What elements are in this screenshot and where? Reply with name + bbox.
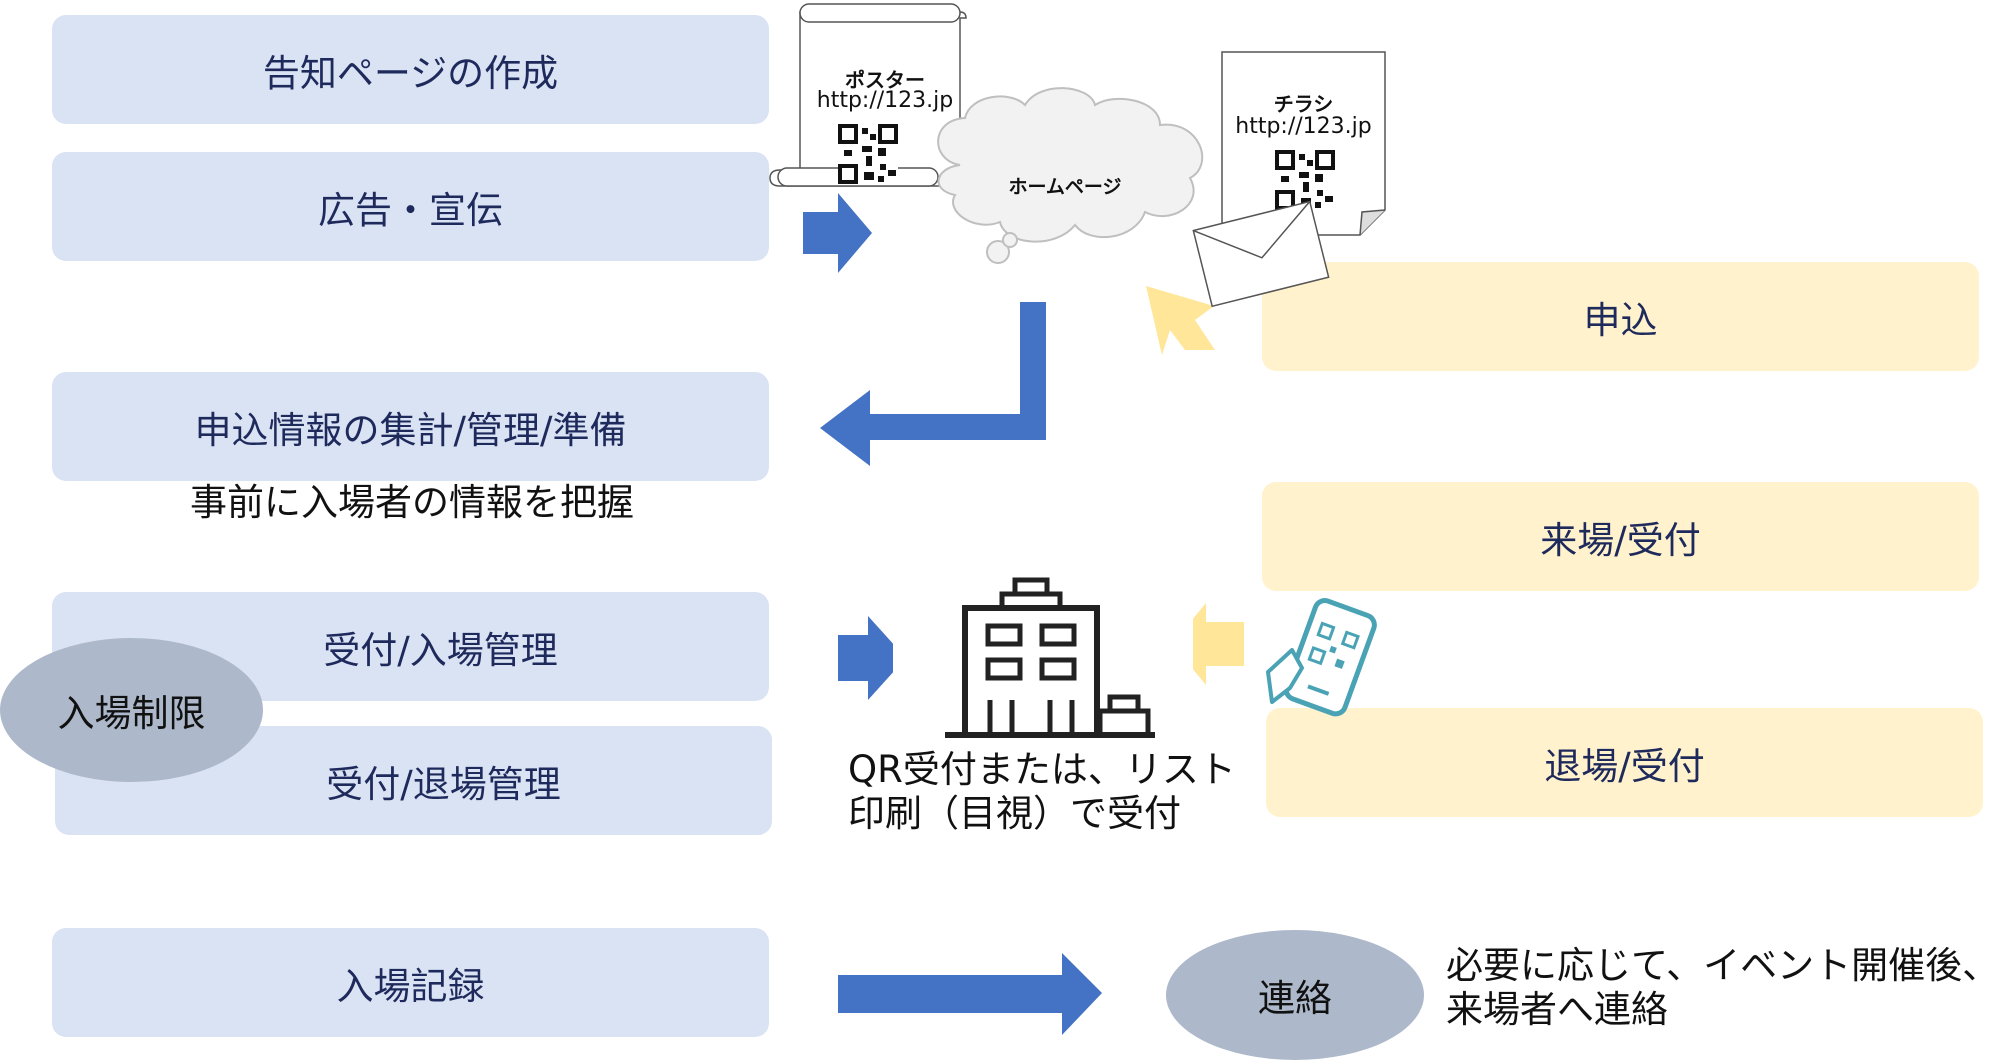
step-exit-label: 退場/受付 <box>1544 744 1705 788</box>
poster-title: ポスター <box>845 68 925 92</box>
contact-badge: 連絡 <box>1166 930 1424 1060</box>
envelope-icon <box>1192 200 1330 308</box>
step-entry-record-label: 入場記録 <box>336 964 485 1008</box>
step-exit: 退場/受付 <box>1266 708 1983 817</box>
arrow-apply-to-homepage <box>1146 286 1215 355</box>
qr-note-line1: QR受付または、リスト <box>848 748 1236 791</box>
arrow-record-to-contact <box>838 953 1102 1035</box>
step-apply: 申込 <box>1262 262 1979 371</box>
homepage-cloud-icon <box>937 87 1204 264</box>
prior-info-note: 事前に入場者の情報を把握 <box>190 481 634 524</box>
arrow-homepage-to-aggregate <box>820 302 1046 466</box>
poster-url: http://123.jp <box>816 88 954 113</box>
cloud-label: ホームページ <box>1008 176 1122 198</box>
contact-note-line1: 必要に応じて、イベント開催後、 <box>1446 944 2000 987</box>
arrow-reception-to-building <box>838 616 906 700</box>
flyer-qr-icon <box>1275 150 1335 210</box>
poster-qr-icon <box>838 124 898 184</box>
step-aggregate: 申込情報の集計/管理/準備 <box>52 372 769 481</box>
flyer-title: チラシ <box>1273 92 1334 116</box>
phone-qr-icon <box>1283 598 1377 717</box>
step-aggregate-label: 申込情報の集計/管理/準備 <box>194 408 627 452</box>
entry-limit-label: 入場制限 <box>57 692 206 735</box>
flyer-url: http://123.jp <box>1235 114 1372 139</box>
contact-note-line2: 来場者へ連絡 <box>1446 988 1668 1031</box>
step-entry-record: 入場記録 <box>52 928 769 1037</box>
hand-icon <box>1266 648 1304 704</box>
building-icon <box>893 545 1193 765</box>
flyer-doc-icon <box>1221 51 1386 236</box>
step-reception-entry-label: 受付/入場管理 <box>323 628 558 672</box>
step-advertise-label: 広告・宣伝 <box>318 188 503 232</box>
step-arrival: 来場/受付 <box>1262 482 1979 591</box>
entry-limit-badge: 入場制限 <box>0 638 263 782</box>
arrow-advertise-right <box>803 193 872 273</box>
qr-note-line2: 印刷（目視）で受付 <box>848 792 1181 835</box>
step-reception-exit-label: 受付/退場管理 <box>326 762 561 806</box>
step-arrival-label: 来場/受付 <box>1540 518 1701 562</box>
step-create-page-label: 告知ページの作成 <box>262 51 559 95</box>
contact-label: 連絡 <box>1258 977 1332 1020</box>
step-create-page: 告知ページの作成 <box>52 15 769 124</box>
step-advertise: 広告・宣伝 <box>52 152 769 261</box>
step-apply-label: 申込 <box>1583 298 1658 342</box>
